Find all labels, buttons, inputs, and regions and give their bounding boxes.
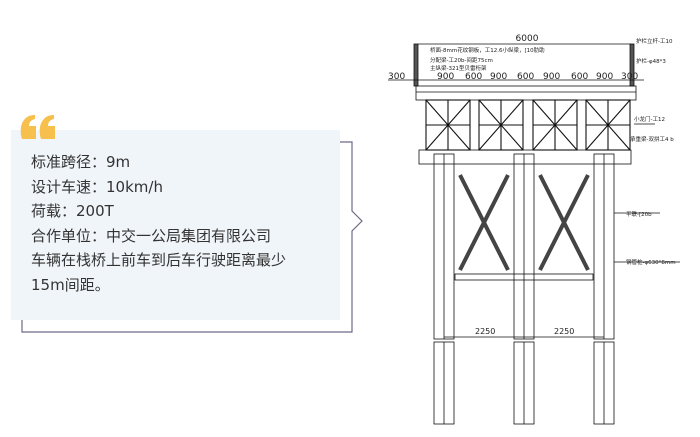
trestle-bridge-drawing: 6000 300 900 600 900 600 900 600 900 300…	[388, 34, 680, 425]
label-steel-pile: 钢管桩-φ630*8mm	[626, 258, 676, 266]
info-line-load: 荷载：200T	[31, 202, 114, 220]
dim-spacing: 600	[517, 72, 534, 82]
label-small-gantry: 小龙门-工12	[634, 115, 665, 123]
info-line-distance-cont: 15m间距。	[31, 275, 110, 294]
deck-note: 桥面-8mm花纹钢板，工12.6小纵梁，[10肋助	[430, 46, 545, 54]
label-cap-beam: 承重梁-双拼工4 b	[630, 135, 674, 143]
info-line-partner: 合作单位：中交一公局集团有限公司	[31, 226, 272, 245]
deck-note: 主纵梁-321型贝雷桁架	[430, 64, 487, 72]
dim-spacing: 900	[543, 72, 560, 82]
dim-spacing: 600	[571, 72, 588, 82]
dim-spacing: 600	[465, 72, 482, 82]
dim-spacing: 900	[596, 72, 613, 82]
dim-spacing: 900	[437, 72, 454, 82]
dim-spacing: 300	[621, 72, 638, 82]
quote-icon	[20, 115, 55, 139]
label-railing: 护栏-φ48*3	[636, 57, 666, 65]
dim-pile-spacing: 2250	[475, 327, 495, 336]
label-horizontal-brace: 平联-[20b	[626, 210, 652, 218]
dim-top-width: 6000	[516, 34, 539, 44]
info-line-distance: 车辆在栈桥上前车到后车行驶距离最少	[31, 251, 287, 269]
info-line-speed: 设计车速：10km/h	[31, 177, 163, 196]
dim-left-offset: 300	[388, 72, 405, 82]
info-line-span: 标准跨径：9m	[31, 153, 131, 171]
label-railing-post: 护栏立杆-工10	[636, 37, 673, 45]
deck-note: 分配梁-工20b-间距75cm	[430, 56, 493, 64]
dim-pile-spacing: 2250	[554, 327, 574, 336]
dim-spacing: 900	[490, 72, 507, 82]
info-text: 标准跨径：9m 设计车速：10km/h 荷载：200T 合作单位：中交一公局集团…	[31, 150, 331, 297]
